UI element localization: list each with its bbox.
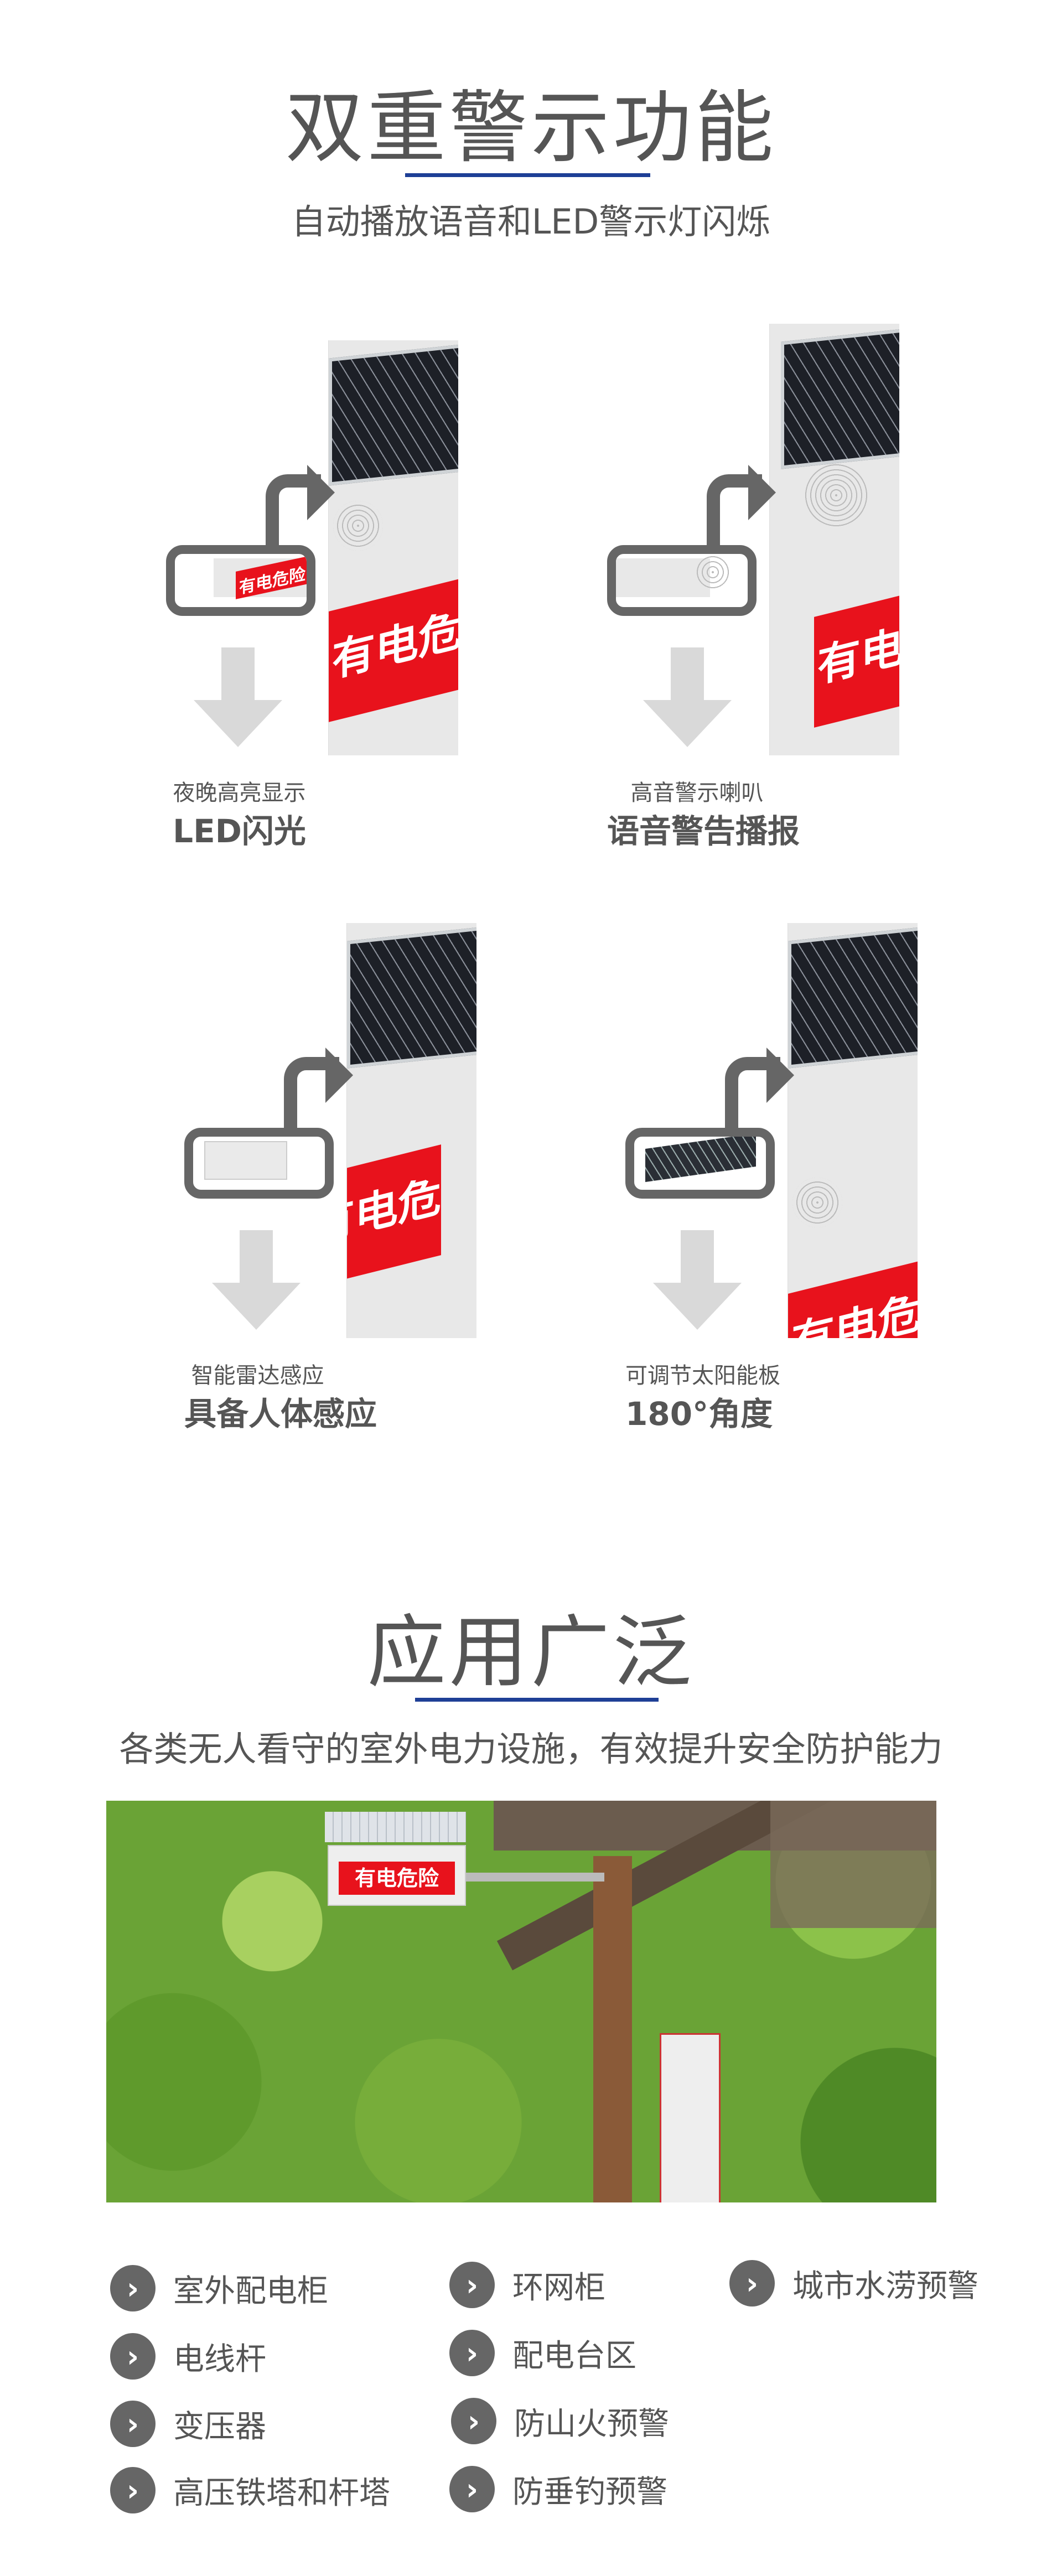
feature-label: LED闪光 xyxy=(173,812,306,850)
chevron-right-icon: › xyxy=(729,2260,775,2307)
mini-sign: 有电危险 xyxy=(236,556,307,599)
arrow-down-icon xyxy=(671,647,704,700)
arrow-right-icon xyxy=(748,465,776,520)
arrow-right-icon xyxy=(766,1048,794,1103)
warning-device: 有电危险 xyxy=(328,1845,466,1906)
detail-frame: 有电危险 xyxy=(166,545,315,616)
chevron-right-icon: › xyxy=(449,2262,495,2308)
section1-title: 双重警示功能 xyxy=(285,82,777,174)
list-item-label: 防垂钓预警 xyxy=(512,2474,667,2510)
speaker-detail xyxy=(693,554,732,592)
list-item: › 室外配电柜 xyxy=(110,2265,328,2311)
list-item-label: 室外配电柜 xyxy=(173,2273,328,2309)
arrow-down-head xyxy=(643,700,732,747)
list-item: › 高压铁塔和杆塔 xyxy=(110,2467,390,2513)
warning-sign: 有电危险 xyxy=(788,1261,918,1338)
radar-sensor xyxy=(204,1141,287,1180)
feature-label: 具备人体感应 xyxy=(184,1395,377,1433)
feature-label: 语音警告播报 xyxy=(607,812,800,850)
speaker-grille xyxy=(792,1178,842,1227)
title-underline xyxy=(405,173,650,177)
warning-sign: 有电危险 xyxy=(814,584,899,728)
solar-panel xyxy=(347,927,476,1069)
product-image: 有电危险 xyxy=(346,923,476,1338)
list-item-label: 环网柜 xyxy=(512,2269,605,2306)
arrow-right-icon xyxy=(325,1048,353,1103)
feature-caption: 高音警示喇叭 xyxy=(630,780,764,806)
arrow-down-head xyxy=(653,1283,742,1330)
detail-frame xyxy=(607,545,757,616)
arrow-down-head xyxy=(194,700,282,747)
chevron-right-icon: › xyxy=(110,2333,156,2380)
prohibition-sign xyxy=(660,2033,721,2202)
list-item-label: 配电台区 xyxy=(512,2337,636,2374)
structure xyxy=(770,1801,936,1928)
product-image: 有电危险 xyxy=(328,340,458,755)
feature-label: 180°角度 xyxy=(625,1395,773,1433)
product-image: 有电危险 xyxy=(769,324,899,755)
section1-subtitle: 自动播放语音和LED警示灯闪烁 xyxy=(291,201,771,242)
detail-frame xyxy=(625,1128,775,1199)
section2-title: 应用广泛 xyxy=(367,1607,695,1698)
solar-panel xyxy=(325,1812,466,1842)
arrow-down-icon xyxy=(221,647,255,700)
feature-solar-angle: 有电危险 可调节太阳能板 180°角度 xyxy=(625,923,1062,1476)
arrow-down-icon xyxy=(240,1230,273,1283)
title-underline xyxy=(415,1698,659,1702)
detail-frame xyxy=(184,1128,334,1199)
solar-panel-detail xyxy=(645,1137,756,1183)
feature-led-flash: 有电危险 有电危险 夜晚高亮显示 LED闪光 xyxy=(166,340,609,894)
list-item: › 防垂钓预警 xyxy=(449,2466,667,2512)
arrow-down-icon xyxy=(681,1230,714,1283)
feature-voice: 有电危险 高音警示喇叭 语音警告播报 xyxy=(607,324,1050,894)
list-item: › 城市水涝预警 xyxy=(729,2260,978,2307)
chevron-right-icon: › xyxy=(451,2398,496,2444)
section2-subtitle: 各类无人看守的室外电力设施，有效提升安全防护能力 xyxy=(119,1729,943,1769)
solar-panel xyxy=(788,927,918,1069)
list-item-label: 高压铁塔和杆塔 xyxy=(173,2475,390,2511)
warning-sign: 有电危险 xyxy=(339,1862,455,1895)
list-item-label: 城市水涝预警 xyxy=(792,2268,978,2304)
speaker-grille xyxy=(333,501,383,551)
bracket xyxy=(466,1873,604,1882)
list-item-label: 变压器 xyxy=(173,2408,266,2445)
warning-sign: 有电危险 xyxy=(329,578,458,722)
pole xyxy=(593,1856,632,2202)
chevron-right-icon: › xyxy=(110,2401,156,2447)
solar-panel xyxy=(781,328,899,469)
feature-caption: 夜晚高亮显示 xyxy=(173,780,306,806)
arrow-down-head xyxy=(212,1283,301,1330)
list-item-label: 防山火预警 xyxy=(514,2406,669,2442)
chevron-right-icon: › xyxy=(110,2265,156,2311)
product-image: 有电危险 xyxy=(788,923,918,1338)
application-photo: 有电危险 xyxy=(106,1801,936,2202)
chevron-right-icon: › xyxy=(449,2466,495,2512)
feature-caption: 可调节太阳能板 xyxy=(625,1363,780,1388)
feature-caption: 智能雷达感应 xyxy=(191,1363,324,1388)
speaker-grille xyxy=(803,462,869,528)
list-item-label: 电线杆 xyxy=(173,2341,266,2377)
warning-sign: 有电危险 xyxy=(347,1144,441,1288)
feature-radar: 有电危险 智能雷达感应 具备人体感应 xyxy=(184,923,627,1476)
list-item: › 防山火预警 xyxy=(451,2398,669,2444)
chevron-right-icon: › xyxy=(110,2467,156,2513)
list-item: › 配电台区 xyxy=(449,2330,636,2376)
arrow-right-icon xyxy=(307,465,335,520)
solar-panel xyxy=(329,344,458,486)
list-item: › 电线杆 xyxy=(110,2333,266,2380)
list-item: › 环网柜 xyxy=(449,2262,605,2308)
chevron-right-icon: › xyxy=(449,2330,495,2376)
list-item: › 变压器 xyxy=(110,2401,266,2447)
